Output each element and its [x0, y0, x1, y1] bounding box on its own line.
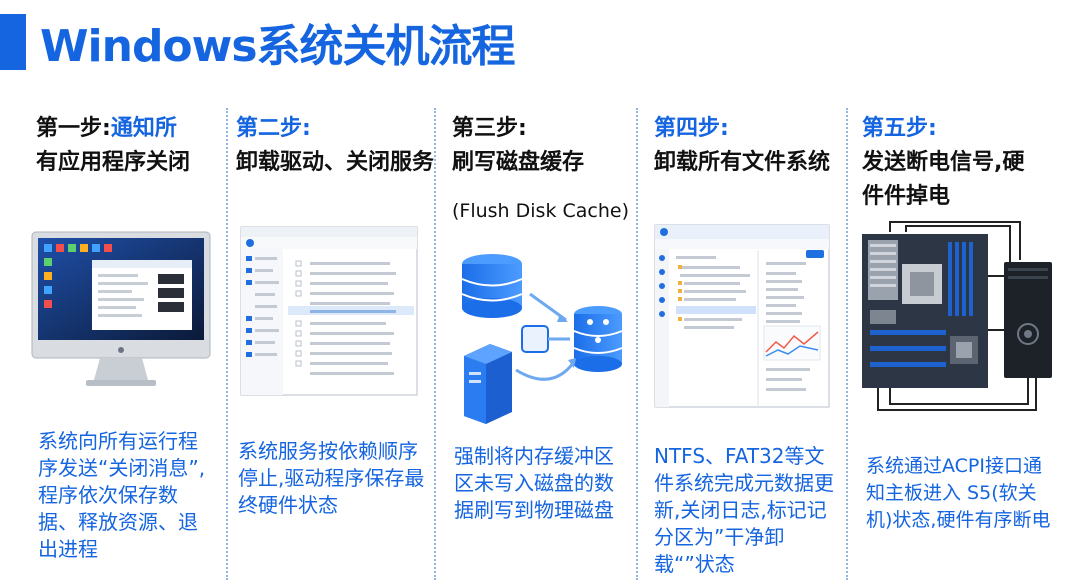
step-4-label: 第四步: [654, 116, 729, 141]
step-1-description: 系统向所有运行程序发送“关闭消息”,程序依次保存数据、释放资源、退出进程 [38, 429, 206, 561]
step-2-label: 第二步: [236, 116, 311, 141]
step-1-title-highlight: 通知所 [110, 116, 177, 141]
step-2-title: 卸载驱动、关闭服务 [236, 150, 435, 175]
column-divider [846, 108, 848, 580]
column-divider [226, 108, 228, 580]
step-1-column: 第一步:通知所 有应用程序关闭 [36, 112, 222, 180]
step-1-title: 第一步:通知所 [36, 112, 222, 146]
database-icon [461, 254, 523, 318]
motherboard-pc-illustration [862, 221, 1052, 411]
services-window-illustration [240, 226, 418, 396]
title-accent-bar [0, 14, 26, 70]
step-4-title: 卸载所有文件系统 [654, 150, 831, 175]
step-4-column: 第四步: 卸载所有文件系统 [654, 112, 844, 180]
step-5-label: 第五步: [862, 116, 937, 141]
pc-tower-icon [1004, 262, 1052, 378]
desktop-computer-illustration [31, 231, 211, 386]
step-4-description: NTFS、FAT32等文件系统完成元数据更新,关闭日志,标记记分区为”干净卸载“… [654, 444, 834, 576]
disk-stack-icon [573, 306, 623, 372]
step-5-column: 第五步: 发送断电信号,硬 件件掉电 [862, 112, 1074, 214]
step-5-title: 发送断电信号,硬 [862, 150, 1025, 175]
step-1-title-line2: 有应用程序关闭 [36, 150, 191, 175]
step-3-label: 第三步: [452, 116, 527, 141]
step-3-title: 刷写磁盘缓存 [452, 150, 585, 175]
step-3-subtitle: (Flush Disk Cache) [452, 200, 629, 222]
step-1-label: 第一步: [36, 116, 111, 141]
step-2-column: 第二步: 卸载驱动、关闭服务 [236, 112, 435, 180]
disk-cache-flush-illustration [461, 254, 623, 424]
step-2-description: 系统服务按依赖顺序停止,驱动程序保存最终硬件状态 [238, 439, 425, 517]
column-divider [636, 108, 638, 580]
file-explorer-illustration [654, 224, 830, 408]
page-title: Windows系统关机流程 [40, 21, 516, 72]
column-divider [434, 108, 436, 580]
step-3-description: 强制将内存缓冲区区未写入磁盘的数据刷写到物理磁盘 [454, 444, 614, 522]
step-5-title-line2: 件件掉电 [862, 184, 951, 209]
step-5-description: 系统通过ACPI接口通知主板进入 S5(软关机)状态,硬件有序断电 [866, 455, 1051, 531]
server-tower-icon [464, 344, 512, 424]
step-3-column: 第三步: 刷写磁盘缓存 (Flush Disk Cache) [452, 112, 636, 226]
